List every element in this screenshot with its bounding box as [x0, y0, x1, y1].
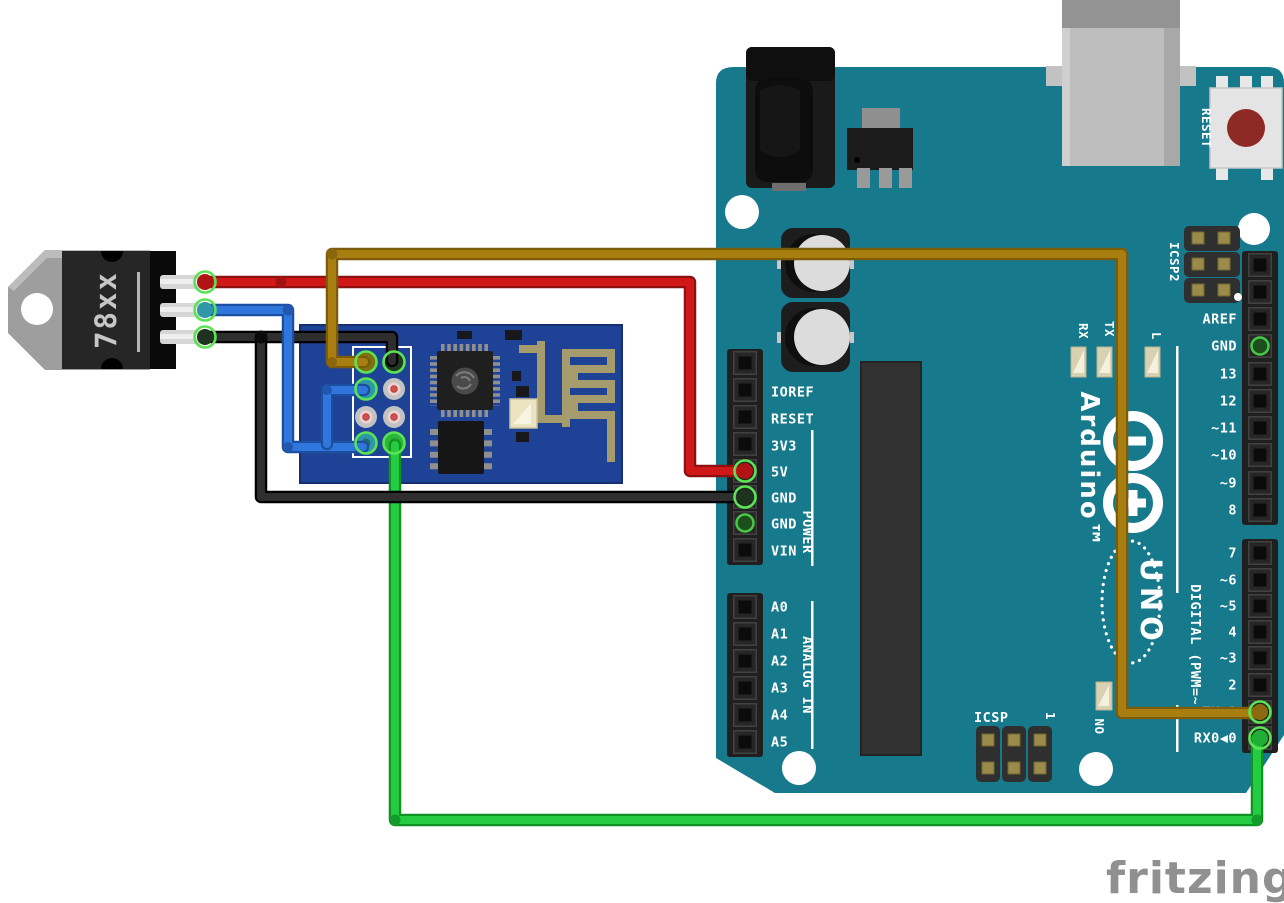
wire-endpoints [197, 274, 1268, 746]
arduino-infinity-logo [1103, 411, 1163, 533]
on-led [1095, 681, 1113, 711]
svg-text:3V3: 3V3 [771, 439, 797, 455]
svg-text:RESET: RESET [771, 412, 814, 428]
flash-chip [430, 421, 492, 474]
svg-text:~3: ~3 [1220, 651, 1237, 667]
mount-hole [782, 751, 816, 785]
power-group-label: POWER [799, 510, 815, 554]
power-header [727, 349, 763, 565]
svg-text:12: 12 [1220, 394, 1237, 410]
barrel-jack [746, 47, 835, 191]
svg-text:AREF: AREF [1202, 312, 1237, 328]
arduino-uno-board: RESET ICSP2 [716, 0, 1284, 793]
svg-text:VIN: VIN [771, 544, 797, 560]
reset-button-cap [1227, 109, 1265, 147]
wire-red-5v [198, 275, 749, 478]
icsp2-label: ICSP2 [1167, 242, 1182, 282]
analog-header [727, 593, 763, 757]
wire-green-rx [388, 438, 1264, 827]
esp-pin-unconnected [382, 405, 406, 429]
digital-header-top [1242, 251, 1278, 525]
reset-button [1209, 76, 1283, 180]
svg-text:A5: A5 [771, 735, 788, 751]
svg-text:GND: GND [771, 517, 797, 533]
esp8266-chip [430, 344, 500, 417]
svg-text:~6: ~6 [1220, 573, 1237, 589]
svg-text:A0: A0 [771, 600, 788, 616]
capacitor [777, 228, 854, 298]
capacitor [777, 302, 854, 372]
onboard-regulator [847, 108, 913, 188]
esp-pin-unconnected [354, 405, 378, 429]
reset-label: RESET [1199, 108, 1214, 148]
svg-text:IOREF: IOREF [771, 385, 814, 401]
svg-text:GND: GND [771, 491, 797, 507]
analog-group-label: ANALOG IN [799, 636, 815, 714]
svg-text:A2: A2 [771, 654, 788, 670]
svg-text:A4: A4 [771, 708, 788, 724]
svg-text:~5: ~5 [1220, 599, 1237, 615]
svg-text:8: 8 [1228, 503, 1237, 519]
digital-top-pin-labels: AREF GND 13 12 ~11 ~10 ~9 8 [1202, 312, 1237, 519]
svg-text:A1: A1 [771, 627, 788, 643]
wire-gold-tx [325, 247, 1263, 720]
crystal [509, 398, 538, 429]
svg-text:GND: GND [1211, 339, 1237, 355]
esp8266-module [299, 324, 623, 484]
rx-label: RX [1076, 323, 1091, 339]
usb-connector [1046, 0, 1196, 166]
svg-text:2: 2 [1228, 678, 1237, 694]
icsp-header [976, 726, 1052, 782]
l-led [1144, 346, 1161, 378]
rx-led [1070, 346, 1087, 378]
arduino-brand: Arduino™ [1074, 391, 1104, 548]
esp-antenna-trace [519, 341, 615, 462]
uno-label: UNO [1134, 558, 1168, 645]
svg-text:7: 7 [1228, 546, 1237, 562]
regulator-label: 78xx [89, 271, 123, 349]
svg-text:~11: ~11 [1211, 421, 1237, 437]
svg-text:13: 13 [1220, 367, 1237, 383]
analog-pin-labels: A0 A1 A2 A3 A4 A5 [771, 600, 788, 751]
esp-pin-unconnected [382, 377, 406, 401]
svg-text:4: 4 [1228, 625, 1237, 641]
digital-header-bottom [1242, 539, 1278, 753]
tx-led [1096, 346, 1113, 378]
connection-rings [193, 270, 1272, 750]
wire-blue-power [198, 303, 371, 454]
digital-group-label: DIGITAL (PWM=~) [1187, 584, 1203, 713]
connected-net-pins [735, 336, 1270, 533]
icsp-pin1-label: 1 [1043, 712, 1058, 720]
regulator-mount-hole [21, 293, 53, 325]
svg-text:5V: 5V [771, 465, 788, 481]
power-pin-labels: IOREF RESET 3V3 5V GND GND VIN [771, 385, 814, 560]
icsp-label: ICSP [974, 710, 1009, 726]
svg-text:~10: ~10 [1211, 448, 1237, 464]
atmega-ic [860, 361, 922, 756]
svg-text:~9: ~9 [1220, 476, 1237, 492]
smd-parts [457, 330, 529, 442]
tx-label: TX [1102, 321, 1117, 337]
svg-text:A3: A3 [771, 681, 788, 697]
svg-text:RX0◀0: RX0◀0 [1194, 731, 1237, 747]
voltage-regulator-78xx: 78xx [8, 250, 207, 370]
on-label: ON [1092, 718, 1107, 734]
wires [197, 247, 1268, 827]
mount-hole [1238, 213, 1270, 245]
icsp2-header [1184, 226, 1242, 303]
uno-badge: UNO [1100, 539, 1168, 665]
mount-hole [1079, 752, 1113, 786]
fritzing-watermark: fritzing [1106, 853, 1284, 903]
mount-hole [725, 195, 759, 229]
l-label: L [1149, 332, 1164, 340]
